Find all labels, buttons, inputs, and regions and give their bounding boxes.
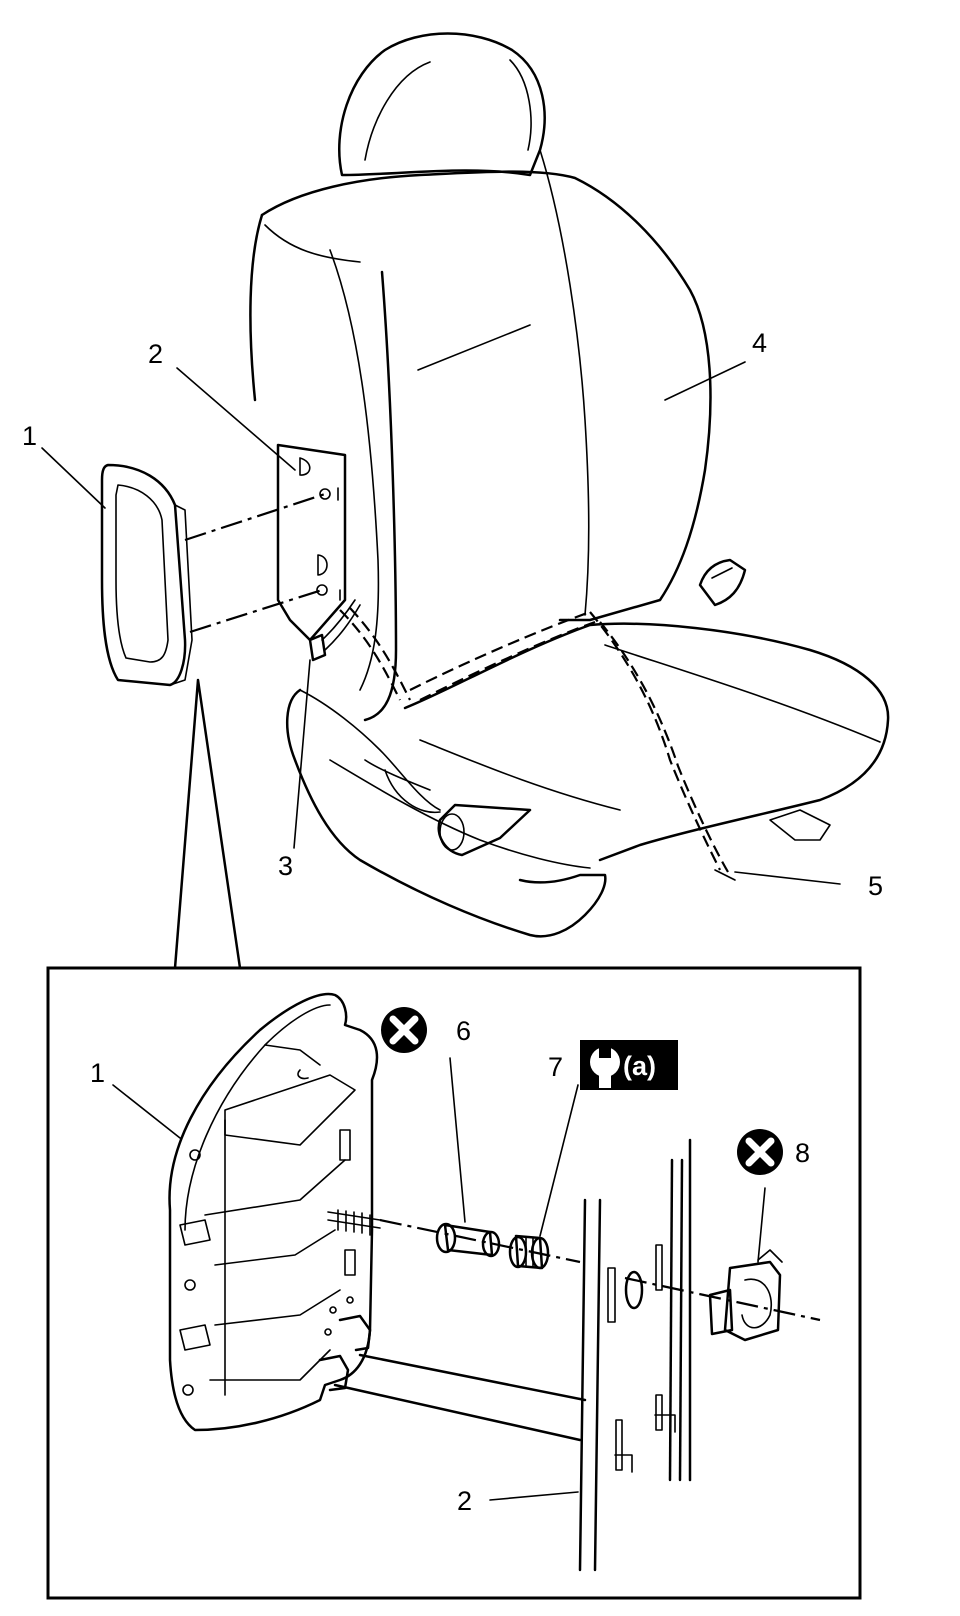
detail-callout-8: 8 (795, 1138, 810, 1168)
seat-back-side-panel (276, 443, 347, 642)
seat-assembly (249, 32, 890, 938)
detail-leader (173, 678, 242, 970)
detail-callouts: 1 6 7 8 2 (90, 1016, 810, 1516)
detail-axis-line (379, 1218, 581, 1264)
callout-2: 2 (148, 339, 163, 369)
callout-4: 4 (752, 328, 767, 358)
detail-panel (578, 1138, 692, 1572)
torque-ref-label: (a) (623, 1051, 656, 1081)
detail-nut (435, 1222, 501, 1258)
connector (308, 599, 361, 662)
alignment-line-lower (189, 588, 323, 634)
callout-5: 5 (868, 871, 883, 901)
callout-1: 1 (22, 421, 37, 451)
headrest (338, 32, 546, 177)
seat-lever (437, 803, 532, 857)
seat-back (260, 170, 712, 622)
detail-flange-nut (508, 1234, 550, 1270)
detail-callout-1: 1 (90, 1058, 105, 1088)
side-airbag-cover (100, 463, 193, 687)
detail-callout-6: 6 (456, 1016, 471, 1046)
detail-frame (46, 966, 862, 1600)
seat-side-trim (285, 688, 607, 938)
detail-cover (168, 992, 381, 1432)
wrench-icon (590, 1044, 620, 1088)
seat-cushion (403, 622, 890, 862)
detail-clip (708, 1249, 783, 1342)
torque-badge: (a) (580, 1040, 678, 1090)
replace-icon-6 (381, 1007, 427, 1053)
detail-callout-2: 2 (457, 1486, 472, 1516)
alignment-line-upper (184, 492, 326, 542)
belt-buckle (698, 558, 747, 607)
replace-icon-8 (737, 1129, 783, 1175)
upper-callouts: 1 2 3 4 5 (22, 328, 883, 901)
detail-callout-7: 7 (548, 1052, 563, 1082)
callout-3: 3 (278, 851, 293, 881)
